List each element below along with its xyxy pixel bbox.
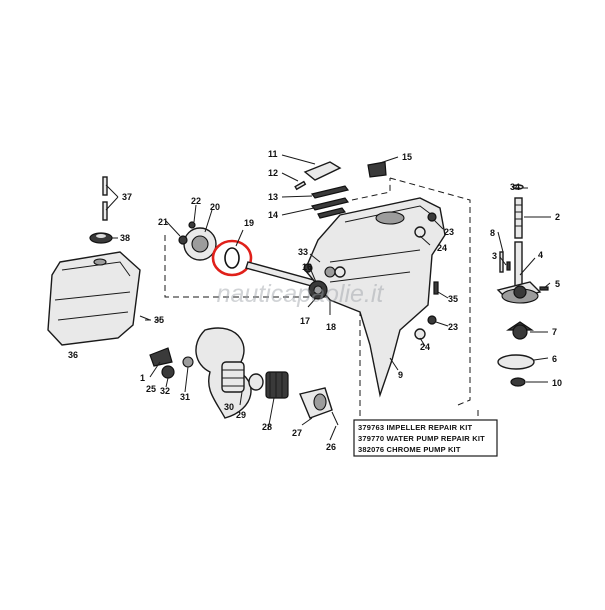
callout-17: 17: [300, 316, 310, 326]
callout-31: 31: [180, 392, 190, 402]
drive-gear-part: [303, 263, 346, 300]
callout-6: 6: [552, 354, 557, 364]
callout-1: 1: [140, 373, 145, 383]
callout-23-b: 23: [448, 322, 458, 332]
callout-13: 13: [268, 192, 278, 202]
callout-7: 7: [552, 327, 557, 337]
callout-36: 36: [68, 350, 78, 360]
callout-19: 19: [244, 218, 254, 228]
callout-29: 29: [236, 410, 246, 420]
callout-22: 22: [191, 196, 201, 206]
callout-30: 30: [224, 402, 234, 412]
seal-part: [89, 232, 113, 244]
callout-5: 5: [555, 279, 560, 289]
callout-26: 26: [326, 442, 336, 452]
repair-kit-border: [353, 419, 498, 457]
o-ring-part: [211, 239, 253, 277]
shift-components-part: [294, 161, 387, 219]
callout-27: 27: [292, 428, 302, 438]
callout-10: 10: [552, 378, 562, 388]
callout-38: 38: [120, 233, 130, 243]
callout-15: 15: [402, 152, 412, 162]
callout-34: 34: [510, 182, 520, 192]
callout-24-b: 24: [437, 243, 447, 253]
callout-2: 2: [555, 212, 560, 222]
callout-24: 24: [420, 342, 430, 352]
callout-25: 25: [146, 384, 156, 394]
leader-lines: [105, 154, 551, 441]
callout-11: 11: [268, 149, 278, 159]
exhaust-housing-part: [47, 251, 141, 346]
callout-18: 18: [326, 322, 336, 332]
callout-4: 4: [538, 250, 543, 260]
o-ring-highlight-circle: [211, 239, 253, 277]
water-pump-part: [496, 184, 549, 387]
bolts-washers-part: [414, 212, 439, 340]
callout-28: 28: [262, 422, 272, 432]
repair-kit-box: 379763 IMPELLER REPAIR KIT 379770 WATER …: [353, 419, 498, 457]
callout-12: 12: [268, 168, 278, 178]
callout-3: 3: [492, 251, 497, 261]
callout-37: 37: [122, 192, 132, 202]
kit-line-impeller: 379763 IMPELLER REPAIR KIT: [358, 423, 472, 432]
watermark-text: nauticapaolie.it: [217, 280, 385, 308]
bearing-assembly-part: [248, 371, 339, 426]
callout-21: 21: [158, 217, 168, 227]
callout-9: 9: [398, 370, 403, 380]
pins-part: [102, 176, 108, 221]
callout-35-b: 35: [154, 315, 164, 325]
callout-33: 33: [298, 247, 308, 257]
kit-line-water-pump: 379770 WATER PUMP REPAIR KIT: [358, 434, 485, 443]
bearing-housing-part: [178, 221, 217, 261]
kit-line-chrome-pump: 382076 CHROME PUMP KIT: [358, 445, 461, 454]
propeller-part: [149, 327, 252, 419]
callout-32: 32: [160, 386, 170, 396]
callout-35: 35: [448, 294, 458, 304]
callout-16: 16: [302, 262, 312, 272]
callout-20: 20: [210, 202, 220, 212]
callout-14: 14: [268, 210, 278, 220]
callout-8: 8: [490, 228, 495, 238]
callout-23: 23: [444, 227, 454, 237]
